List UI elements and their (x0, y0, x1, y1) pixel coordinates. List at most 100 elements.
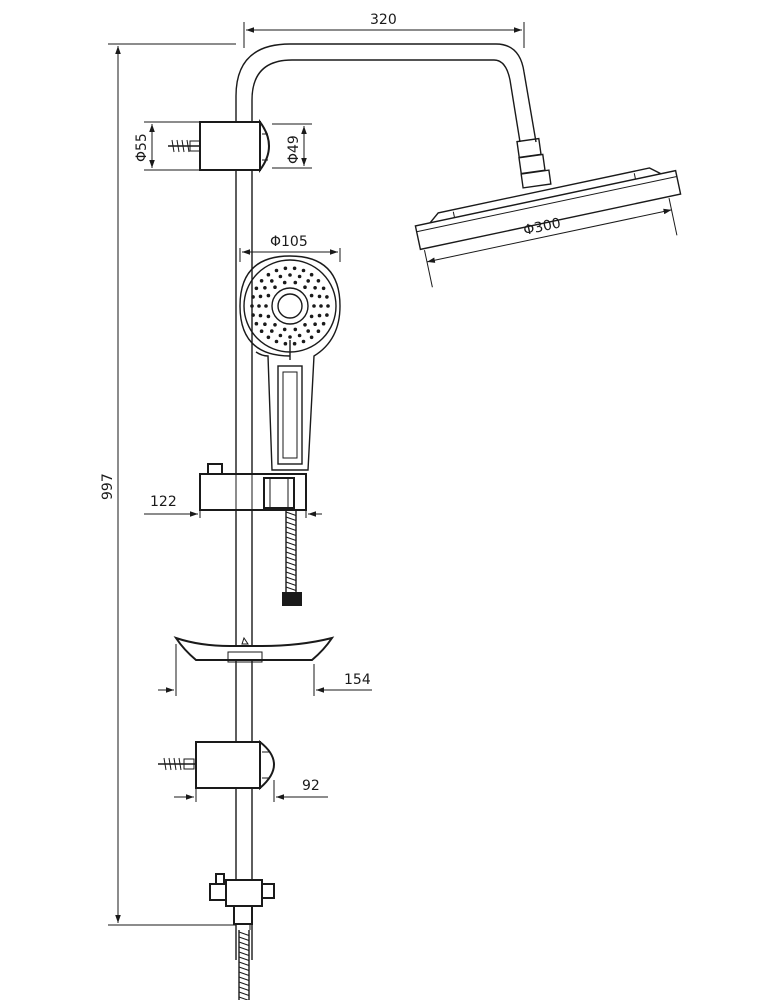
nozzle-dot (316, 279, 321, 283)
hose-coil (238, 976, 250, 981)
nozzle-dot (306, 279, 311, 283)
nozzle-dot (266, 293, 271, 298)
bracket-base-diameter-label: Φ55 (134, 133, 150, 162)
upper-wall-bracket (168, 118, 270, 174)
nozzle-dot (263, 286, 267, 290)
rain-head-dimension: Φ300 (423, 198, 678, 288)
nozzle-dot (266, 335, 271, 340)
nozzle-dot (278, 333, 283, 338)
nozzle-dot (325, 313, 329, 317)
nozzle-dot (270, 279, 274, 283)
nozzle-dot (254, 321, 259, 326)
hose-coil (285, 536, 297, 541)
soap-dish-dimension: 154 (158, 644, 372, 696)
wall-screw-icon (158, 757, 196, 771)
hose-coil (238, 931, 250, 936)
nozzle-dot (251, 295, 255, 299)
nozzle-dot (316, 329, 321, 334)
nozzle-dot (250, 304, 254, 308)
hose-coil (238, 956, 250, 961)
nozzle-dot (259, 329, 264, 334)
hose-coil (285, 586, 297, 591)
hose-coil (285, 531, 297, 536)
hose-coil (238, 991, 250, 996)
nozzle-dot (325, 295, 329, 299)
nozzle-dot (326, 304, 330, 308)
slider-offset-dimension: 122 (144, 494, 322, 518)
nozzle-dot (288, 335, 292, 339)
arm-reach-dimension: 320 (243, 12, 525, 48)
nozzle-dot (258, 313, 263, 318)
hose-coil (238, 961, 250, 966)
hose-coil (238, 986, 250, 991)
hand-shower (239, 255, 341, 471)
nozzle-dot (306, 329, 311, 333)
nozzle-dot (266, 314, 271, 319)
arm-reach-label: 320 (370, 12, 397, 28)
nozzle-dot (293, 327, 298, 332)
nozzle-dot (293, 280, 298, 285)
nozzle-dot (317, 313, 322, 318)
hose-coil (285, 566, 297, 571)
lower-bracket-depth-label: 92 (302, 778, 320, 794)
nozzle-dot (313, 286, 317, 290)
nozzle-dot (301, 339, 306, 344)
hose-coil (285, 526, 297, 531)
nozzle-dot (317, 294, 322, 299)
nozzle-dot (301, 268, 306, 273)
diverter-valve (209, 873, 275, 930)
nozzle-dot (309, 335, 314, 340)
nozzle-dot (264, 304, 268, 308)
nozzle-dot (303, 323, 307, 327)
slider-offset-label: 122 (150, 494, 177, 510)
nozzle-dot (282, 327, 287, 332)
hose-coil (285, 521, 297, 526)
hose-coil (285, 561, 297, 566)
hand-shower-nozzles (250, 266, 330, 346)
nozzle-dot (297, 333, 302, 338)
hose-coil (238, 966, 250, 971)
nozzle-dot (309, 314, 314, 319)
nozzle-dot (321, 321, 326, 326)
hose-coil (238, 981, 250, 986)
hose-coil (285, 511, 297, 516)
wall-screw-icon (168, 139, 201, 153)
nozzle-dot (303, 285, 307, 290)
hose-coil (285, 541, 297, 546)
hose-coil (285, 581, 297, 586)
hose-coil (238, 941, 250, 946)
nozzle-dot (259, 279, 264, 283)
hose-coil (285, 516, 297, 521)
nozzle-dot (292, 341, 297, 346)
nozzle-dot (257, 304, 261, 308)
rain-head-diameter-label: Φ300 (522, 215, 562, 238)
nozzle-dot (292, 266, 297, 271)
hose-coil (285, 546, 297, 551)
hose-coil (285, 551, 297, 556)
nozzle-dot (254, 286, 259, 291)
nozzle-dot (270, 329, 274, 333)
nozzle-dot (258, 294, 263, 299)
flexible-hose (282, 510, 302, 606)
lower-bracket-dimension: 92 (174, 778, 328, 802)
nozzle-dot (313, 322, 317, 327)
nozzle-dot (309, 272, 314, 277)
nozzle-dot (309, 293, 314, 298)
nozzle-dot (263, 322, 267, 327)
arm-connector (516, 137, 552, 189)
nozzle-dot (273, 285, 277, 290)
bracket-diameter-dimension: Φ49 (272, 123, 312, 169)
nozzle-dot (297, 274, 302, 279)
inlet-hose (238, 930, 250, 1000)
nozzle-dot (251, 313, 255, 317)
nozzle-dot (321, 286, 326, 291)
hose-coil (238, 971, 250, 976)
nozzle-dot (288, 273, 292, 277)
riser-and-arm (235, 43, 537, 960)
hose-coil (285, 571, 297, 576)
nozzle-dot (274, 268, 279, 273)
total-height-dimension: 997 (100, 43, 236, 926)
hand-shower-diameter-label: Φ105 (270, 234, 308, 250)
hose-coil (285, 556, 297, 561)
bracket-diameter-label: Φ49 (286, 135, 302, 164)
